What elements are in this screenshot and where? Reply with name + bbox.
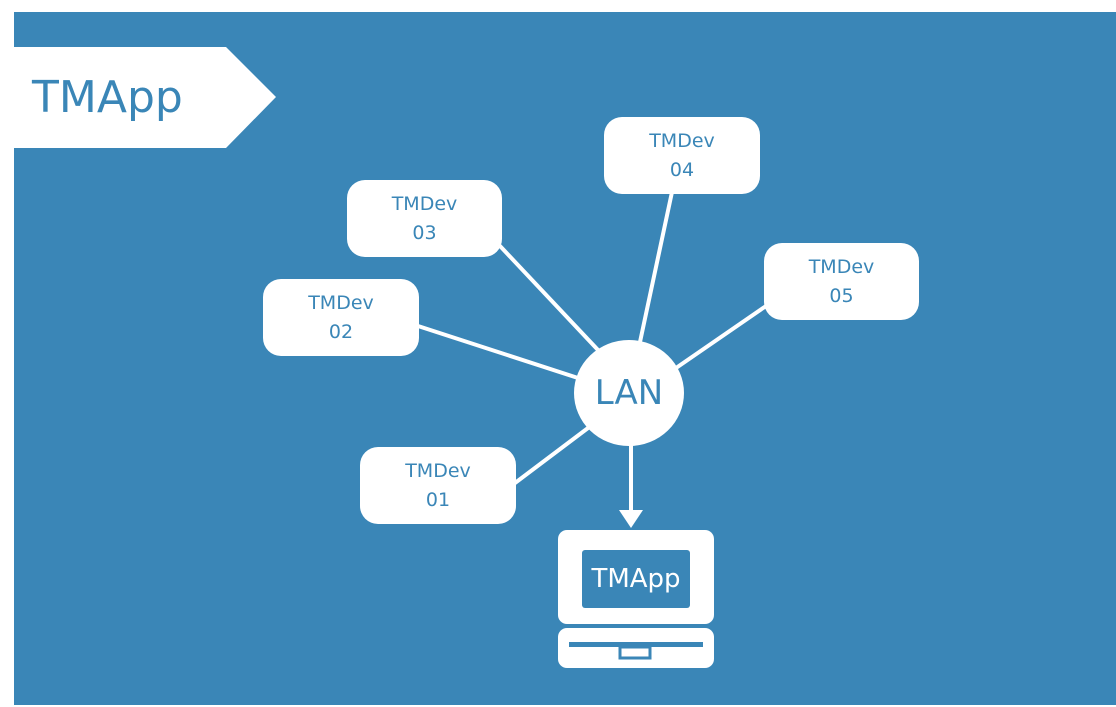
- device-node-01: TMDev 01: [360, 447, 516, 524]
- device-node-05: TMDev 05: [764, 243, 919, 320]
- link-dev01: [513, 423, 594, 485]
- banner-arrow-shape: [14, 47, 276, 148]
- device-number: 04: [669, 158, 695, 181]
- device-name: TMDev: [405, 459, 471, 482]
- hub-label: LAN: [594, 373, 664, 413]
- device-number: 02: [328, 320, 354, 343]
- device-node-04: TMDev 04: [604, 117, 760, 194]
- link-dev02: [416, 324, 580, 380]
- title-banner: TMApp: [14, 47, 276, 148]
- device-node-03: TMDev 03: [347, 180, 502, 257]
- banner-title: TMApp: [32, 72, 183, 123]
- device-name: TMDev: [391, 192, 458, 215]
- link-dev03: [498, 244, 600, 352]
- laptop-icon: [558, 530, 714, 668]
- device-number: 03: [412, 221, 437, 244]
- device-name: TMDev: [649, 129, 715, 152]
- device-number: 05: [829, 284, 854, 307]
- laptop-screen-label: TMApp: [591, 564, 681, 594]
- link-dev04: [638, 190, 674, 344]
- link-dev05: [674, 304, 768, 370]
- device-number: 01: [425, 488, 451, 511]
- device-name: TMDev: [308, 291, 374, 314]
- device-node-02: TMDev 02: [263, 279, 419, 356]
- lan-hub: LAN: [574, 340, 684, 446]
- arrow-head-icon: [619, 510, 643, 528]
- device-name: TMDev: [808, 255, 875, 278]
